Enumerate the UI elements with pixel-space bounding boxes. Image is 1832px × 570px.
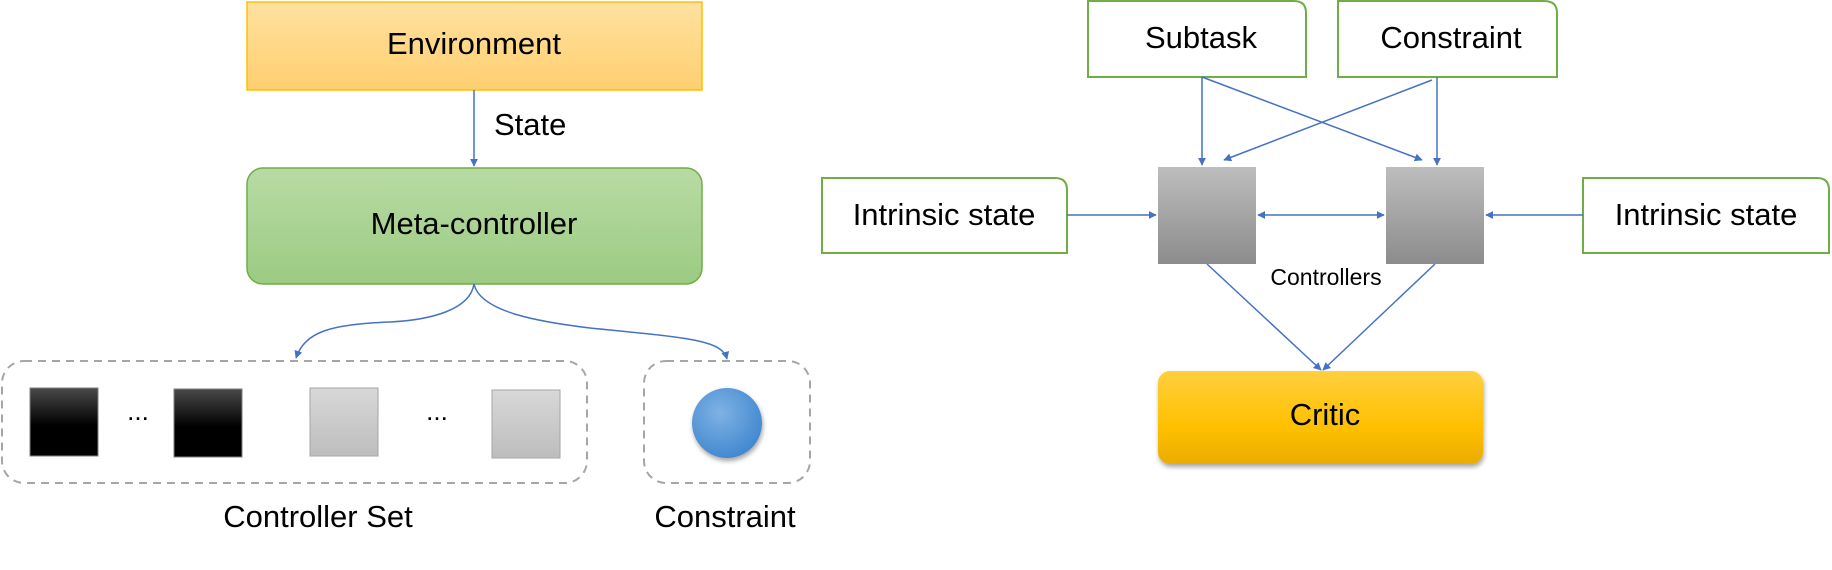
intrinsic-state-right-label: Intrinsic state	[1615, 197, 1798, 232]
constraint-to-left-controller-arrow	[1223, 79, 1433, 162]
right-controller-to-critic-arrow	[1322, 263, 1436, 371]
controller-left-square	[1158, 167, 1256, 264]
controller-right-square	[1386, 167, 1484, 264]
environment-box	[246, 1, 703, 91]
controller-set-label: Controller Set	[223, 499, 413, 534]
intrinsic-state-left-box	[821, 177, 1068, 254]
intrinsic-state-right-box	[1582, 177, 1830, 254]
critic-box	[1158, 371, 1483, 464]
meta-to-controller-set-arrow	[294, 283, 475, 359]
constraint-label: Constraint	[654, 499, 796, 534]
gray-controller-1	[309, 387, 379, 457]
gray-ellipsis: ...	[426, 396, 448, 426]
constraint-top-label: Constraint	[1380, 20, 1522, 55]
subtask-label: Subtask	[1145, 20, 1258, 55]
black-controller-2	[173, 388, 243, 458]
state-label: State	[494, 107, 566, 142]
subtask-box	[1087, 0, 1307, 78]
environment-label: Environment	[387, 26, 561, 61]
controllers-label: Controllers	[1270, 264, 1381, 290]
black-controller-1	[29, 387, 99, 457]
critic-label: Critic	[1290, 397, 1361, 432]
meta-controller-label: Meta-controller	[371, 206, 578, 241]
constraint-box	[1337, 0, 1558, 78]
intrinsic-state-left-label: Intrinsic state	[853, 197, 1036, 232]
meta-to-constraint-arrow	[473, 283, 730, 360]
black-ellipsis: ...	[127, 396, 149, 426]
subtask-to-right-controller-arrow	[1201, 76, 1423, 162]
constraint-circle	[692, 388, 762, 458]
constraint-container	[643, 360, 811, 484]
gray-controller-2	[491, 389, 561, 459]
controller-set-container	[1, 360, 588, 484]
left-controller-to-critic-arrow	[1206, 263, 1322, 371]
